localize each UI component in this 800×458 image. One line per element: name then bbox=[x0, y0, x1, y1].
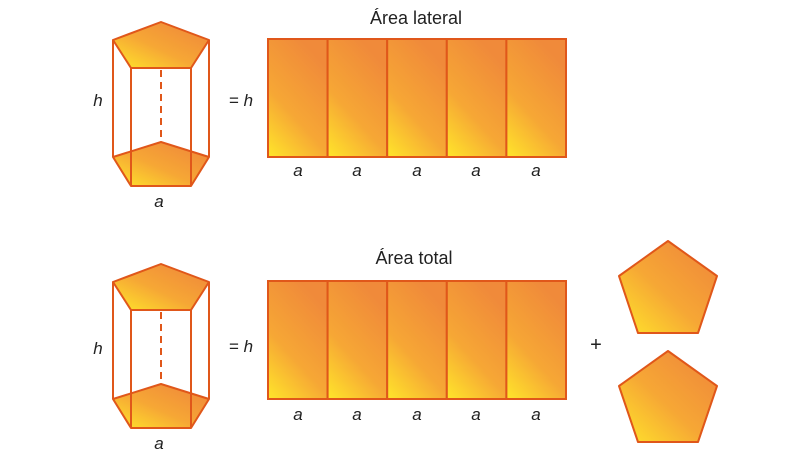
lateral-prism bbox=[112, 21, 210, 187]
total-prism bbox=[112, 263, 210, 429]
lateral-face-1 bbox=[267, 38, 329, 158]
lateral-side-label: a bbox=[412, 161, 421, 180]
total-face-3 bbox=[386, 280, 448, 400]
total-net bbox=[267, 280, 567, 400]
lateral-face-3 bbox=[386, 38, 448, 158]
lateral-prism-height-label: h bbox=[93, 91, 102, 110]
total-prism-height-label: h bbox=[93, 339, 102, 358]
lateral-title: Área lateral bbox=[370, 8, 462, 28]
total-equals-h: = h bbox=[229, 337, 253, 356]
lateral-face-4 bbox=[445, 38, 508, 158]
prism-top-base bbox=[112, 263, 210, 311]
plus-sign: + bbox=[590, 334, 602, 356]
lateral-side-labels: a a a a a bbox=[293, 161, 540, 180]
lateral-section: Área lateral h a = h a a a a a bbox=[93, 8, 567, 211]
lateral-side-label: a bbox=[531, 161, 540, 180]
prism-bottom-base bbox=[112, 141, 210, 187]
total-side-label: a bbox=[412, 405, 421, 424]
total-section: Área total h a = h a a a a a bbox=[93, 240, 718, 453]
total-title: Área total bbox=[375, 248, 452, 268]
base-pentagon-top bbox=[618, 240, 718, 334]
lateral-prism-base-label: a bbox=[154, 192, 163, 211]
lateral-face-5 bbox=[505, 38, 567, 158]
lateral-face-2 bbox=[326, 38, 389, 158]
prism-top-base bbox=[112, 21, 210, 69]
lateral-side-label: a bbox=[293, 161, 302, 180]
total-side-label: a bbox=[531, 405, 540, 424]
total-face-1 bbox=[267, 280, 329, 400]
total-side-label: a bbox=[293, 405, 302, 424]
total-side-label: a bbox=[471, 405, 480, 424]
total-side-labels: a a a a a bbox=[293, 405, 540, 424]
lateral-net bbox=[267, 38, 567, 158]
total-face-5 bbox=[505, 280, 567, 400]
prism-bottom-base bbox=[112, 383, 210, 429]
lateral-side-label: a bbox=[471, 161, 480, 180]
total-face-2 bbox=[326, 280, 389, 400]
total-side-label: a bbox=[352, 405, 361, 424]
total-face-4 bbox=[445, 280, 508, 400]
total-prism-base-label: a bbox=[154, 434, 163, 453]
lateral-equals-h: = h bbox=[229, 91, 253, 110]
lateral-side-label: a bbox=[352, 161, 361, 180]
base-pentagon-bottom bbox=[618, 350, 718, 443]
